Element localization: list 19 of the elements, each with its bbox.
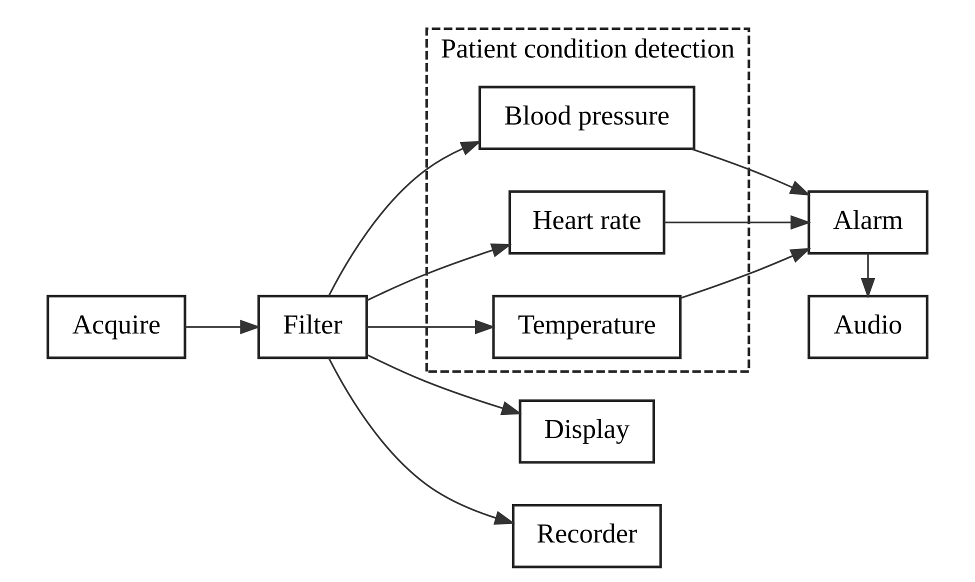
arrow xyxy=(328,358,516,525)
node-box: Heart rate xyxy=(508,190,666,255)
node-box: Acquire xyxy=(46,294,186,360)
arrow xyxy=(185,320,261,334)
arrow xyxy=(664,215,812,230)
arrow xyxy=(366,354,522,416)
node-box: Blood pressure xyxy=(478,86,696,150)
node-box: Temperature xyxy=(492,294,682,360)
arrow xyxy=(367,320,496,334)
node-box: Audio xyxy=(808,294,928,360)
node-box: Display xyxy=(518,399,656,464)
node-box: Alarm xyxy=(808,190,928,255)
node-box: Recorder xyxy=(512,504,662,568)
node-box: Filter xyxy=(257,294,368,360)
arrow xyxy=(690,148,811,196)
arrow xyxy=(860,253,876,299)
arrow xyxy=(328,140,482,296)
arrow xyxy=(366,243,512,302)
arrow xyxy=(680,248,812,299)
